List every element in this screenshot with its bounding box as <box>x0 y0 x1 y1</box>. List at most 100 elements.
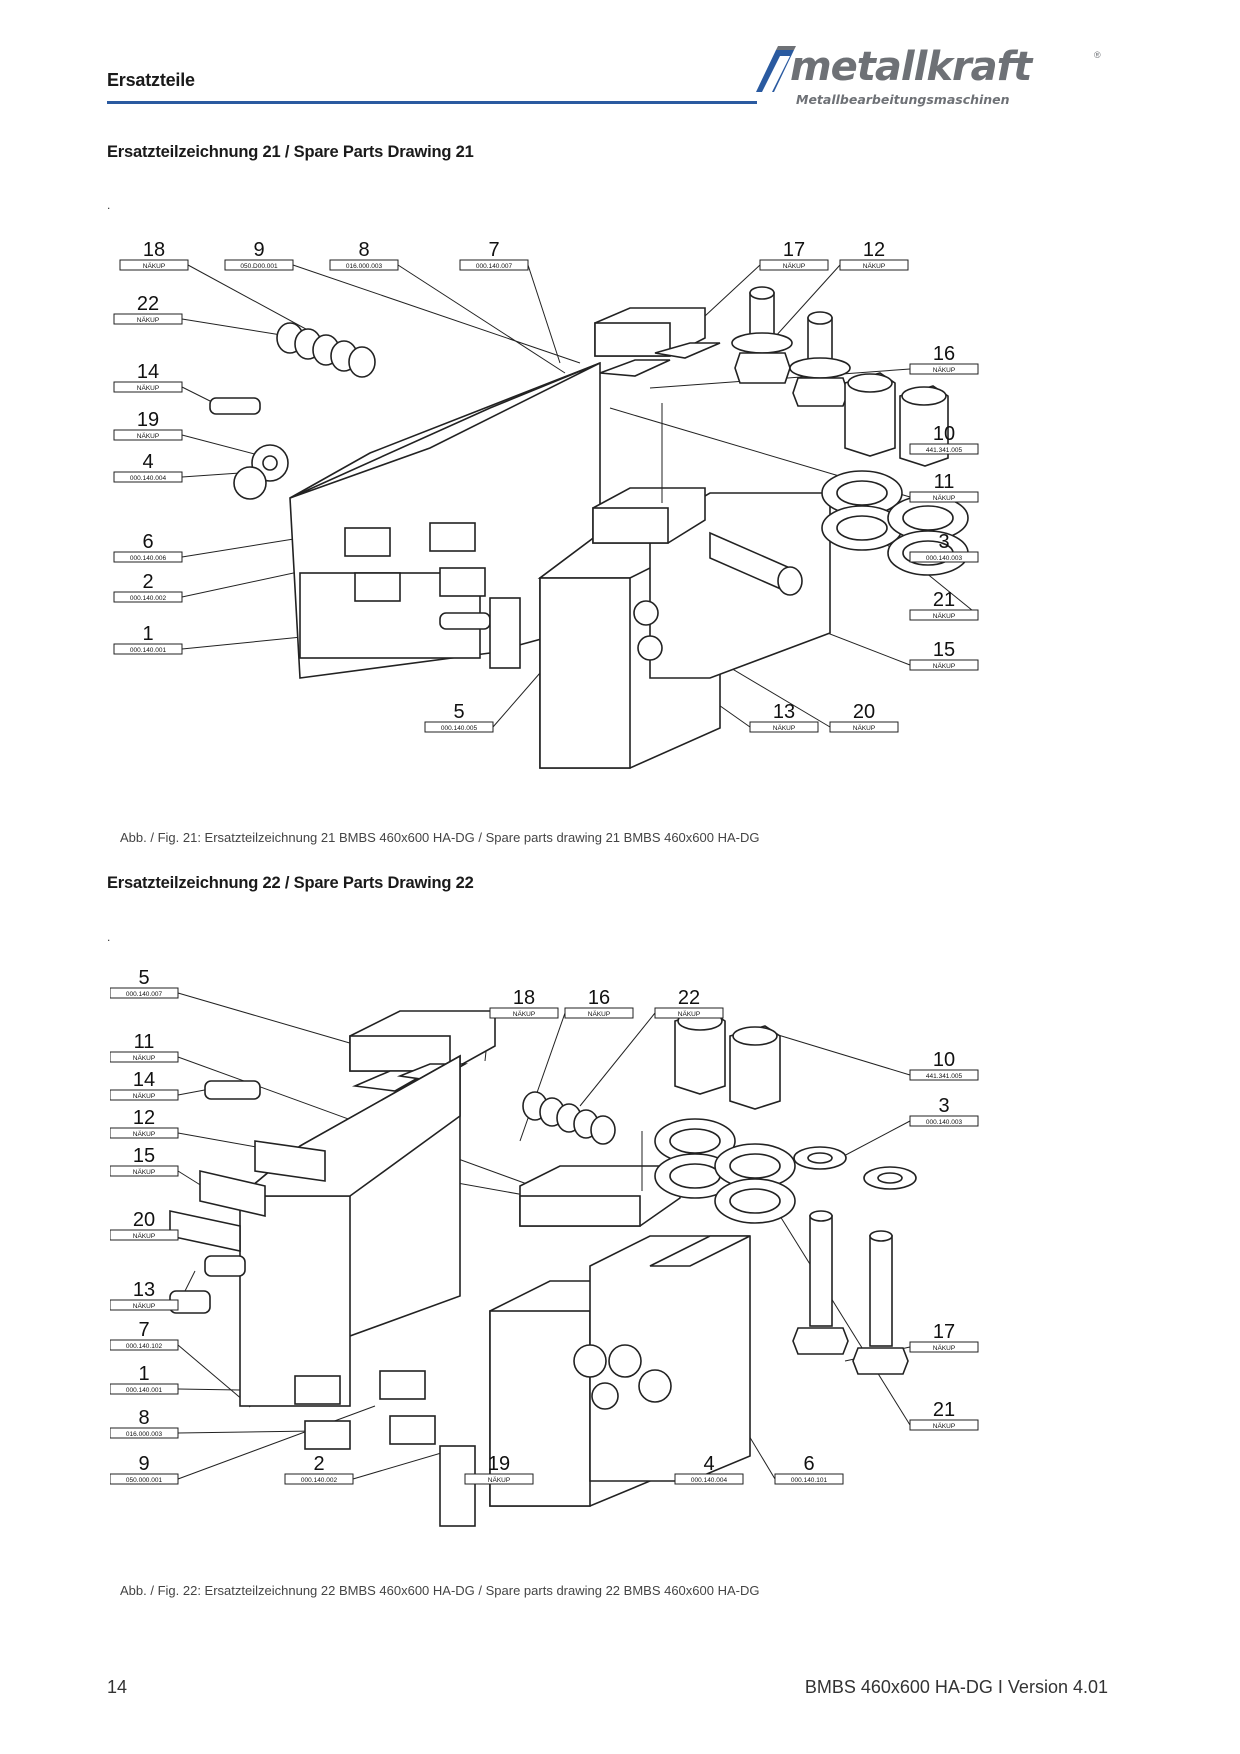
leader-line <box>519 1012 566 1142</box>
logo-registered-mark: ® <box>1094 50 1101 60</box>
drawing21-heading: Ersatzteilzeichnung 21 / Spare Parts Dra… <box>107 143 474 161</box>
callout-number: 19 <box>488 1453 510 1475</box>
callout-code: 000.140.003 <box>926 555 963 562</box>
callout-code-box <box>909 609 979 621</box>
callout-code-box <box>119 259 189 271</box>
callout-number: 12 <box>863 239 885 261</box>
callout-code-box <box>113 471 183 483</box>
callout-code-box <box>909 551 979 563</box>
callout-code: NÄKUP <box>137 384 159 392</box>
callout-number: 12 <box>133 1107 155 1129</box>
callout-code-box <box>759 259 829 271</box>
callout-number: 2 <box>142 571 153 593</box>
callout-code: 016.000.003 <box>346 263 383 270</box>
leader-line <box>839 1120 911 1159</box>
callout-code: NÄKUP <box>488 1476 510 1484</box>
callout-code: 050.D00.001 <box>240 263 278 270</box>
callout-code: 000.140.002 <box>130 595 167 602</box>
callout-code: 000.140.006 <box>130 555 167 562</box>
callout-number: 19 <box>137 409 159 431</box>
callout-code: 441.341.005 <box>926 447 963 454</box>
callout-number: 10 <box>933 423 955 445</box>
callout-code-box <box>110 1051 179 1063</box>
callout-code: 000.140.007 <box>476 263 513 270</box>
callout-code: NÄKUP <box>513 1010 535 1018</box>
callout-code: 441.341.005 <box>926 1073 963 1080</box>
callout-code-box <box>839 259 909 271</box>
callout-number: 13 <box>773 701 795 723</box>
callout-code-box <box>424 721 494 733</box>
callout-code-box <box>110 1427 179 1439</box>
callout-code: 000.140.102 <box>126 1343 163 1350</box>
drawing22-heading: Ersatzteilzeichnung 22 / Spare Parts Dra… <box>107 874 474 892</box>
callout-number: 3 <box>938 1095 949 1117</box>
callout-10: 10 441.341.005 <box>909 423 979 455</box>
callout-number: 17 <box>933 1321 955 1343</box>
callout-code: NÄKUP <box>933 1344 955 1352</box>
callout-code-box <box>459 259 529 271</box>
callout-number: 5 <box>138 967 149 989</box>
callout-code-box <box>113 429 183 441</box>
callout-code-box <box>829 721 899 733</box>
callout-code: 000.140.001 <box>130 647 167 654</box>
leader-line <box>181 472 241 478</box>
callout-code: 000.140.004 <box>691 1477 728 1484</box>
callout-number: 6 <box>803 1453 814 1475</box>
drawing22-caption: Abb. / Fig. 22: Ersatzteilzeichnung 22 B… <box>120 1583 760 1598</box>
callout-number: 17 <box>783 239 805 261</box>
callout-code: NÄKUP <box>133 1232 155 1240</box>
callout-code: 000.140.002 <box>301 1477 338 1484</box>
callout-code-box <box>464 1473 534 1485</box>
leader-line <box>397 264 566 374</box>
callout-number: 20 <box>853 701 875 723</box>
leader-line <box>579 1012 656 1107</box>
drawing21-dot: . <box>107 198 111 212</box>
callout-code-box <box>909 363 979 375</box>
callout-number: 15 <box>933 639 955 661</box>
callout-number: 16 <box>933 343 955 365</box>
callout-number: 4 <box>142 451 153 473</box>
leader-line <box>292 264 581 364</box>
page-header-title: Ersatzteile <box>107 70 195 90</box>
callout-code: NÄKUP <box>853 724 875 732</box>
callout-number: 5 <box>453 701 464 723</box>
callout-code: NÄKUP <box>678 1010 700 1018</box>
leader-line <box>177 1430 316 1434</box>
drawing22-dot: . <box>107 930 111 944</box>
leader-line <box>919 567 979 616</box>
callout-number: 22 <box>678 987 700 1009</box>
callout-code: NÄKUP <box>133 1092 155 1100</box>
callout-number: 2 <box>313 1453 324 1475</box>
callout-code: NÄKUP <box>133 1168 155 1176</box>
page-number: 14 <box>107 1677 128 1697</box>
callout-number: 11 <box>934 471 955 493</box>
callout-code-box <box>110 1127 179 1139</box>
callout-number: 1 <box>142 623 153 645</box>
document-version: BMBS 460x600 HA-DG I Version 4.01 <box>804 1677 1108 1697</box>
callout-code-box <box>909 491 979 503</box>
callout-code-box <box>110 1383 179 1395</box>
callout-code-box <box>564 1007 634 1019</box>
logo-tagline: Metallbearbeitungsmaschinen <box>796 92 1010 107</box>
